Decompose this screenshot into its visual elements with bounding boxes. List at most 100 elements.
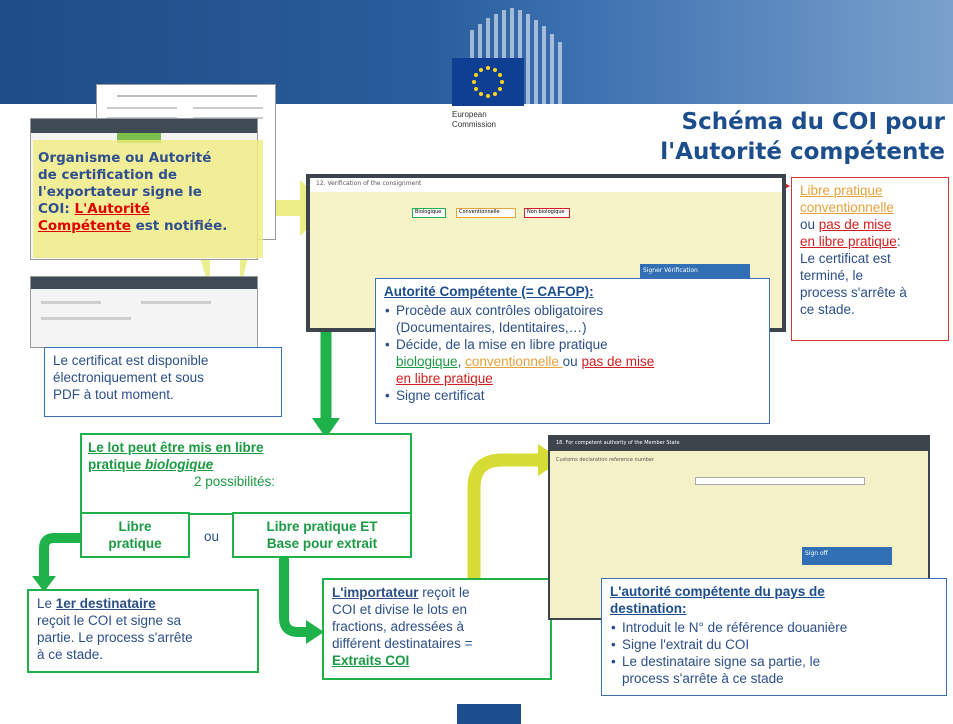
cafop-box: Autorité Compétente (= CAFOP): Procède a…: [375, 278, 770, 424]
red-box-l2: conventionnelle: [800, 200, 894, 215]
libre-pratique-option: Libre pratique: [80, 512, 190, 558]
shot-option-bio: Biologique: [412, 208, 446, 218]
exporter-link-autorite: L'Autorité: [74, 201, 150, 217]
pdf-availability-box: Le certificat est disponible électroniqu…: [44, 347, 282, 417]
red-box-l3b: pas de mise: [818, 217, 892, 232]
footer-logo: [457, 704, 521, 724]
red-box-l1: Libre pratique: [800, 183, 883, 198]
cafop-b1-l2: (Documentaires, Identitaires,…): [396, 320, 587, 335]
lot-l3: 2 possibilités:: [194, 474, 276, 489]
shot-option-conv: Conventionnelle: [456, 208, 516, 218]
dc-b3-l1: Le destinataire signe sa partie, le: [622, 654, 821, 669]
libre-pratique-extrait-option: Libre pratique ET Base pour extrait: [232, 512, 412, 558]
imp-l3: fractions, adressées à: [332, 619, 465, 634]
exporter-line2: de certification de: [38, 167, 178, 183]
green-arrowhead-right: [306, 620, 324, 644]
dest-l1b: 1er destinataire: [55, 596, 156, 611]
shot2-field-label: Customs declaration reference number: [556, 457, 655, 463]
doc-line: [41, 317, 131, 320]
ec-label-line2: Commission: [452, 120, 497, 129]
cafop-heading: Autorité Compétente (= CAFOP):: [384, 284, 594, 299]
imp-l1a: L'importateur: [332, 585, 419, 600]
dest-l1a: Le: [37, 596, 56, 611]
green-arrow-left: [39, 533, 84, 578]
red-box-l4c: :: [896, 234, 901, 249]
importer-box: L'importateur reçoit le COI et divise le…: [322, 578, 552, 680]
green-arrowhead-down: [312, 418, 340, 438]
lot-l2b: biologique: [145, 457, 214, 472]
pdf-screenshot-thumbnail: [30, 276, 258, 348]
libre-l1: Libre: [118, 519, 152, 534]
cafop-b2-l1: Décide, de la mise en libre pratique: [396, 337, 608, 352]
verification-screenshot-header: 12. Verification of the consignment: [310, 178, 782, 192]
exporter-line4-prefix: COI:: [38, 201, 75, 217]
thumb-header: [31, 119, 257, 133]
shot-sign-button: Signer Vérification: [640, 264, 750, 280]
imp-l4: différent destinataires =: [332, 636, 473, 651]
libre-l2: pratique: [108, 536, 162, 551]
dest-l2: reçoit le COI et signe sa: [37, 613, 182, 628]
cafop-b2-l3: en libre pratique: [396, 371, 493, 386]
cafop-b2-conv: conventionnelle: [465, 354, 563, 369]
green-arrow-right: [279, 556, 308, 637]
extrait-l1: Libre pratique ET: [266, 519, 378, 534]
eu-stars-icon: [472, 66, 504, 98]
red-box-l4: en libre pratique: [800, 234, 897, 249]
exporter-line1: Organisme ou Autorité: [38, 150, 212, 166]
red-box-l3a: ou: [800, 217, 819, 232]
page-title: Schéma du COI pour l'Autorité compétente: [620, 107, 945, 167]
cafop-b2-comma: ,: [457, 354, 466, 369]
first-recipient-box: Le 1er destinataire reçoit le COI et sig…: [27, 589, 259, 673]
doc-line: [107, 107, 177, 109]
red-box-l5: Le certificat est: [800, 251, 891, 266]
cafop-b1-l1: Procède aux contrôles obligatoires: [396, 303, 604, 318]
imp-l2: COI et divise le lots en: [332, 602, 468, 617]
red-box-l8: ce stade.: [800, 302, 855, 317]
doc-line: [41, 301, 101, 304]
libre-pratique-conventionnelle-box: Libre pratique conventionnelle ou pas de…: [791, 177, 949, 341]
ec-label-line1: European: [452, 110, 487, 119]
yellow-arrow-up: [467, 453, 540, 585]
dc-b2: Signe l'extrait du COI: [611, 636, 938, 653]
lot-l1: Le lot peut être mis en libre: [88, 440, 264, 455]
imp-l5: Extraits COI: [332, 653, 410, 668]
shot2-sign-button: Sign off: [802, 547, 892, 565]
red-box-l7: process s'arrête à: [800, 285, 907, 300]
title-line1: Schéma du COI pour: [681, 109, 946, 135]
exporter-line3: l'exportateur signe le: [38, 184, 202, 200]
dest-l4: à ce stade.: [37, 647, 104, 662]
cafop-b2-pas: pas de mise: [581, 354, 655, 369]
thumb-tab: [117, 133, 161, 143]
dest-l3: partie. Le process s'arrête: [37, 630, 193, 645]
shot2-header: 18. For competent authority of the Membe…: [550, 437, 928, 451]
ec-label: European Commission: [452, 110, 524, 130]
shot2-reference-input: [695, 477, 865, 485]
eu-flag-logo: [452, 58, 524, 106]
cafop-b2-ou: ou: [562, 354, 582, 369]
doc-line: [141, 301, 211, 304]
red-box-l6: terminé, le: [800, 268, 864, 283]
exporter-text: Organisme ou Autorité de certification d…: [38, 150, 260, 235]
shot-option-nonbio: Non biologique: [524, 208, 570, 218]
extrait-l2: Base pour extrait: [266, 536, 378, 551]
exporter-highlight: [33, 140, 263, 258]
shot-section-label: 12. Verification of the consignment: [316, 180, 422, 187]
dc-heading-l2: destination:: [610, 601, 687, 616]
pdf-line3: PDF à tout moment.: [53, 387, 174, 402]
pdf-line1: Le certificat est disponible: [53, 353, 209, 368]
exporter-line5-suffix: est notifiée.: [130, 218, 228, 234]
dc-heading-l1: L'autorité compétente du pays de: [610, 584, 825, 599]
dc-b1: Introduit le N° de référence douanière: [611, 619, 938, 636]
exporter-link-competente: Compétente: [38, 218, 131, 234]
pdf-line2: électroniquement et sous: [53, 370, 204, 385]
doc-line: [117, 95, 257, 97]
green-arrowhead-left: [32, 576, 56, 592]
doc-line: [193, 107, 263, 109]
ou-label: ou: [204, 529, 220, 544]
imp-l1b: reçoit le: [418, 585, 470, 600]
lot-biologique-box: Le lot peut être mis en libre pratique b…: [80, 433, 412, 515]
thumb-header: [31, 277, 257, 289]
cafop-b3: Signe certificat: [396, 388, 485, 403]
destination-authority-box: L'autorité compétente du pays de destina…: [601, 578, 947, 696]
cafop-b2-bio: biologique: [396, 354, 458, 369]
